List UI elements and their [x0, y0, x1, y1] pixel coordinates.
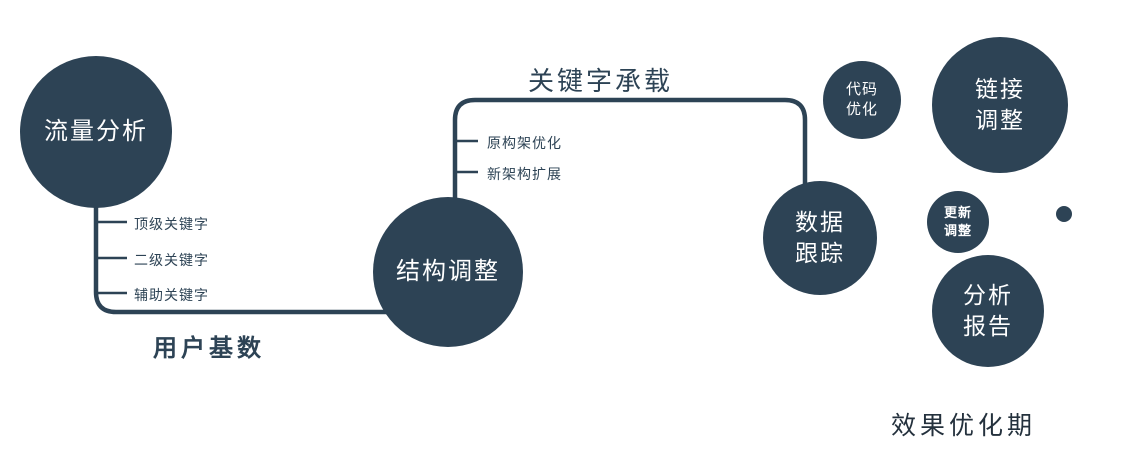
- node-link-adjustment-line2: 调整: [975, 107, 1025, 133]
- node-link-adjustment: 链接 调整: [932, 37, 1068, 173]
- node-update-adjustment: 更新 调整: [927, 191, 989, 253]
- branch-label-top-keyword: 顶级关键字: [134, 216, 209, 232]
- node-data-tracking-line2: 跟踪: [795, 240, 845, 266]
- node-structure-adjustment: 结构调整: [373, 197, 523, 347]
- node-update-adjustment-line2: 调整: [943, 223, 972, 238]
- node-data-tracking: 数据 跟踪: [763, 181, 877, 295]
- node-update-adjustment-line1: 更新: [943, 205, 972, 221]
- branch-label-new-arch-expand: 新架构扩展: [487, 166, 562, 182]
- node-code-optimization-line1: 代码: [845, 80, 878, 98]
- node-traffic-analysis-label: 流量分析: [44, 117, 148, 145]
- bullet-dot: [1056, 206, 1072, 222]
- branch-label-second-keyword: 二级关键字: [134, 252, 209, 268]
- footer-phase-label: 效果优化期: [891, 412, 1037, 440]
- node-code-optimization-line2: 优化: [845, 101, 878, 118]
- edge-label-keyword-carry: 关键字承载: [528, 66, 674, 96]
- node-link-adjustment-line1: 链接: [975, 75, 1025, 102]
- node-data-tracking-line1: 数据: [795, 208, 845, 235]
- node-code-optimization: 代码 优化: [823, 61, 901, 139]
- node-analysis-report-line1: 分析: [963, 281, 1013, 308]
- node-analysis-report-line2: 报告: [963, 313, 1013, 339]
- connector-keyword-path: [452, 97, 808, 215]
- branch-label-orig-arch-optimize: 原构架优化: [487, 135, 562, 151]
- branch-label-aux-keyword: 辅助关键字: [134, 287, 209, 303]
- edge-label-user-base: 用户基数: [153, 335, 265, 362]
- node-structure-adjustment-label: 结构调整: [396, 257, 500, 285]
- node-traffic-analysis: 流量分析: [20, 56, 172, 208]
- node-analysis-report: 分析 报告: [932, 255, 1044, 367]
